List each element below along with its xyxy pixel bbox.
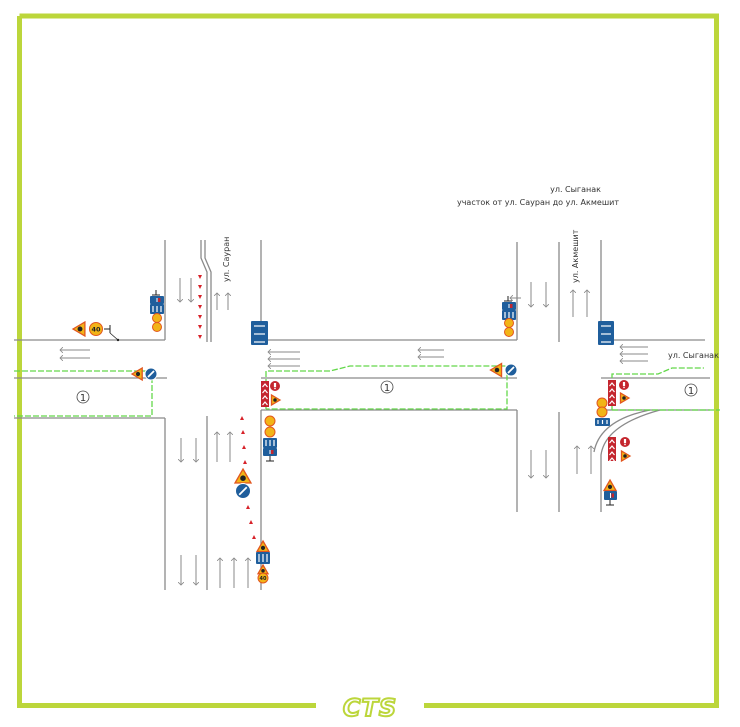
sign-stand (504, 296, 512, 302)
temp-turn-sign (152, 322, 162, 332)
traffic-cone (198, 285, 202, 289)
zone-number-right: 1 (684, 383, 698, 397)
detour-sign (502, 302, 516, 310)
cones (198, 275, 256, 539)
road-works-sign (602, 478, 618, 492)
title-line1: ул. Сыганак (550, 185, 601, 194)
lane-direction-sign (150, 304, 164, 314)
svg-text:1: 1 (384, 383, 390, 394)
temp-turn-sign (596, 406, 608, 418)
road-works-sign (489, 362, 503, 378)
temp-turn-sign (264, 426, 276, 438)
label-syganak: ул. Сыганак (668, 351, 719, 360)
lane-direction-sign (251, 321, 268, 345)
road-works-sign (270, 393, 282, 407)
traffic-cone (198, 335, 202, 339)
road-works-sign (255, 539, 271, 553)
svg-text:40: 40 (91, 326, 101, 334)
traffic-cone (243, 460, 247, 464)
speed-limit-sign: 40 (257, 572, 269, 584)
lane-end-sign (256, 552, 270, 564)
label-sauran: ул. Сауран (222, 237, 231, 282)
traffic-cone (240, 416, 244, 420)
lane-direction-sign (502, 310, 516, 320)
sign-stand (116, 338, 120, 342)
narrowing-sign (256, 563, 270, 575)
pass-side-sign (235, 483, 251, 499)
temp-turn-sign (504, 327, 514, 337)
logo-text: CTS (343, 694, 397, 722)
label-akmeshit: ул. Акмешит (571, 229, 580, 283)
detour-sign (150, 296, 164, 304)
sign-stand (152, 290, 160, 296)
road-works-sign (130, 366, 143, 382)
svg-text:1: 1 (688, 386, 694, 397)
pass-side-sign (144, 367, 158, 381)
traffic-cone (241, 430, 245, 434)
temp-turn-sign (152, 313, 162, 323)
detour-sign (604, 491, 617, 500)
road-works-sign (620, 449, 632, 463)
svg-text:40: 40 (260, 576, 267, 582)
frame-border (17, 13, 719, 708)
sign-stand (266, 456, 274, 462)
chevron-board (608, 380, 616, 406)
title-line2: участок от ул. Сауран до ул. Акмешит (457, 198, 619, 207)
lane-direction-sign (263, 438, 277, 448)
traffic-cone (242, 445, 246, 449)
temp-turn-sign (504, 318, 514, 328)
sign-stand (109, 332, 119, 341)
road-works-sign (619, 391, 631, 405)
speed-limit-sign: 40 (89, 322, 103, 336)
akmeshit-street (516, 240, 661, 512)
detour-sign (263, 448, 277, 456)
cts-logo: CTS (330, 693, 410, 723)
sign-stand (606, 500, 614, 506)
lane-direction-sign (598, 321, 614, 345)
zone-number-left: 1 (76, 390, 90, 404)
traffic-cone (198, 275, 202, 279)
pass-side-sign (504, 363, 518, 377)
road-works-sign (71, 320, 86, 338)
traffic-cone (249, 520, 253, 524)
zone-left-outline (14, 370, 153, 417)
no-entry-sign (269, 380, 281, 392)
traffic-cone (198, 325, 202, 329)
temp-turn-sign (264, 415, 276, 427)
chevron-board (261, 381, 269, 407)
zone-number-middle: 1 (380, 380, 394, 394)
main-road (14, 339, 710, 419)
traffic-cone (198, 315, 202, 319)
traffic-cone (252, 535, 256, 539)
lane-direction-sign (595, 418, 610, 426)
no-entry-sign (619, 436, 631, 448)
sauran-street (164, 240, 262, 590)
chevron-board (608, 437, 616, 462)
no-entry-sign (618, 379, 630, 391)
traffic-cone (246, 505, 250, 509)
road-works-sign (233, 467, 253, 484)
traffic-cone (198, 295, 202, 299)
traffic-cone (198, 305, 202, 309)
zone-middle-outline (265, 365, 508, 410)
lane-arrows (60, 278, 648, 588)
svg-text:1: 1 (80, 393, 86, 404)
signs: 40 40 (71, 290, 632, 584)
